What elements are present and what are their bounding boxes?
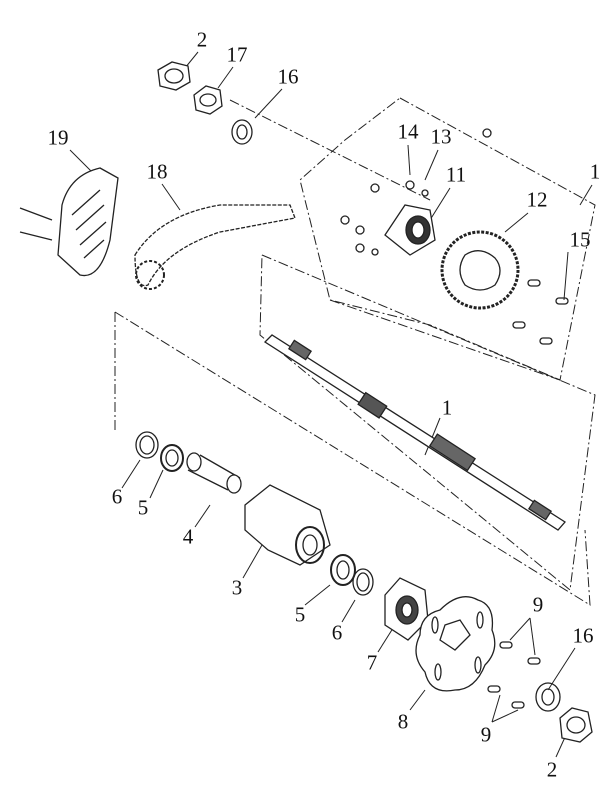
callout-16: 16 — [572, 623, 594, 648]
assembly-boundary-lines — [114, 97, 596, 606]
leader-lines — [69, 51, 593, 758]
hub-nuts-washers — [340, 128, 492, 256]
callout-8: 8 — [397, 709, 409, 734]
washer-16-bottom — [535, 682, 561, 712]
callout-6: 6 — [331, 620, 343, 645]
callout-13: 13 — [430, 124, 452, 149]
callout-17: 17 — [226, 42, 248, 67]
callout-18: 18 — [146, 159, 168, 184]
callout-11: 11 — [445, 162, 467, 187]
callout-9: 9 — [532, 592, 544, 617]
bearing-5-right — [330, 554, 356, 586]
callout-7: 7 — [366, 650, 378, 675]
rear-sprocket-12 — [440, 230, 520, 310]
nut-2-bottom — [559, 707, 593, 743]
seal-6-right — [352, 568, 374, 596]
callout-15: 15 — [569, 227, 591, 252]
callout-14: 14 — [397, 119, 419, 144]
callout-1: 1 — [441, 395, 453, 420]
nut-2-top — [157, 61, 191, 91]
disc-hub-7 — [384, 577, 429, 641]
chain-18 — [134, 204, 296, 290]
callout-9: 9 — [480, 722, 492, 747]
callout-6: 6 — [111, 484, 123, 509]
callout-3: 3 — [231, 575, 243, 600]
seal-6-left — [135, 431, 159, 459]
sprocket-hub-11 — [384, 204, 436, 256]
callout-2: 2 — [546, 757, 558, 782]
washer-16-top — [231, 119, 253, 145]
callout-16: 16 — [277, 64, 299, 89]
callout-19: 19 — [47, 125, 69, 150]
spacer-4 — [186, 452, 242, 494]
bearing-5-left — [160, 444, 184, 472]
axle-shaft-1 — [263, 334, 566, 531]
callout-2: 2 — [196, 27, 208, 52]
bolts-15 — [512, 279, 569, 345]
bearing-carrier-3 — [244, 484, 331, 566]
callout-12: 12 — [526, 187, 548, 212]
callout-5: 5 — [137, 495, 149, 520]
brake-disc-8 — [415, 596, 496, 692]
callout-5: 5 — [294, 602, 306, 627]
bolts-9 — [487, 641, 541, 709]
nut-17 — [193, 85, 223, 115]
callout-4: 4 — [182, 524, 194, 549]
callout-10-cut: 1 — [589, 159, 600, 184]
chain-guard-19 — [19, 167, 119, 277]
